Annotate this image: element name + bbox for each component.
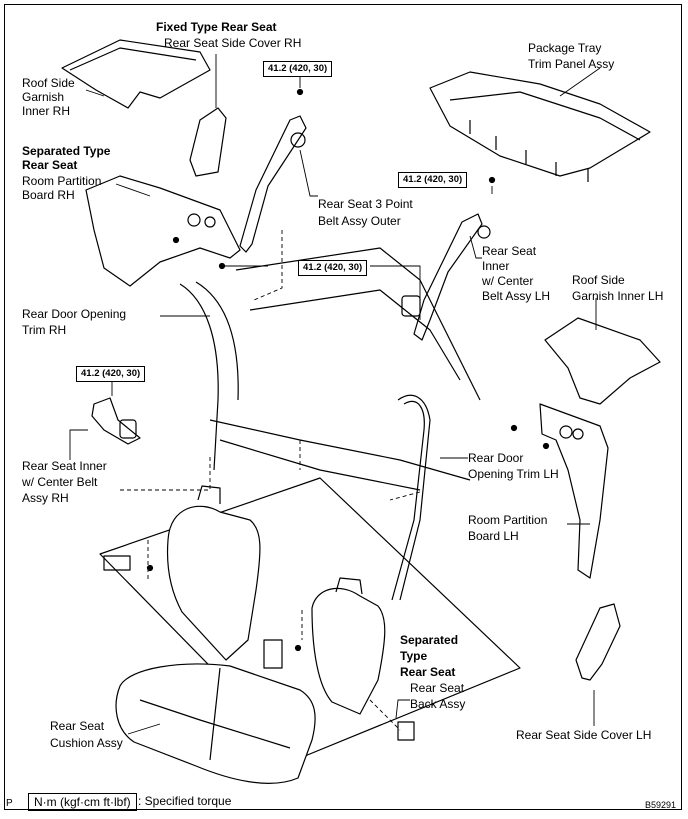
seat-cushion-part xyxy=(115,663,316,784)
seat-back-rh-part xyxy=(166,505,261,661)
label-rear-seat-back-assy: Rear Seat Back Assy xyxy=(410,681,466,711)
label-rear-seat-cushion: Rear Seat Cushion Assy xyxy=(50,719,123,750)
center-belt-rh-part xyxy=(91,397,141,445)
label-rear-seat-3-point-belt: Rear Seat 3 Point Belt Assy Outer xyxy=(318,197,413,228)
roof-side-garnish-lh-part xyxy=(544,317,661,405)
diagram-frame xyxy=(4,4,682,810)
seat-back-lh-part xyxy=(311,587,386,715)
document-id: B59291 xyxy=(644,800,676,810)
heading-fixed-type-rear-seat: Fixed Type Rear Seat xyxy=(156,20,277,34)
side-cover-rh-part xyxy=(189,107,227,177)
outer-belt-part xyxy=(239,115,307,253)
side-cover-lh-part xyxy=(575,603,621,681)
room-partition-board-lh-part xyxy=(539,403,609,579)
center-belt-lh-part xyxy=(413,213,483,341)
legend-unit-box: N·m (kgf·cm ft·lbf) xyxy=(28,793,137,811)
body-shell xyxy=(179,281,239,471)
corner-mark: P xyxy=(6,798,13,809)
label-rear-seat-inner-center-lh: Rear Seat Inner w/ Center Belt Assy LH xyxy=(482,244,551,303)
package-tray-part xyxy=(429,71,651,177)
torque-spec-box: 41.2 (420, 30) xyxy=(263,61,333,77)
label-rear-seat-side-cover-rh: Rear Seat Side Cover RH xyxy=(164,36,302,50)
room-partition-board-rh-part xyxy=(85,175,241,287)
legend-text: : Specified torque xyxy=(138,794,232,808)
torque-spec-box: 41.2 (420, 30) xyxy=(298,260,368,276)
torque-spec-box: 41.2 (420, 30) xyxy=(76,366,146,382)
label-rear-seat-side-cover-lh: Rear Seat Side Cover LH xyxy=(516,728,652,742)
heading-separated-type-rear-seat-2: Separated Type Rear Seat xyxy=(400,633,459,679)
label-rear-door-opening-trim-lh: Rear Door Opening Trim LH xyxy=(468,451,559,481)
label-roof-side-garnish-lh: Roof Side Garnish Inner LH xyxy=(572,273,664,303)
label-package-tray: Package Tray Trim Panel Assy xyxy=(528,41,615,71)
label-room-partition-board-lh: Room Partition Board LH xyxy=(468,513,548,543)
label-room-partition-board-rh: Room Partition Board RH xyxy=(22,174,102,202)
door-trim-lh-part xyxy=(391,394,431,601)
label-roof-side-garnish-rh: Roof Side Garnish Inner RH xyxy=(22,76,75,118)
label-rear-door-opening-trim-rh: Rear Door Opening Trim RH xyxy=(22,307,127,337)
heading-separated-type-rear-seat: Separated Type Rear Seat xyxy=(22,144,111,172)
label-rear-seat-inner-center-rh: Rear Seat Inner w/ Center Belt Assy RH xyxy=(22,459,107,505)
torque-spec-box: 41.2 (420, 30) xyxy=(398,172,468,188)
